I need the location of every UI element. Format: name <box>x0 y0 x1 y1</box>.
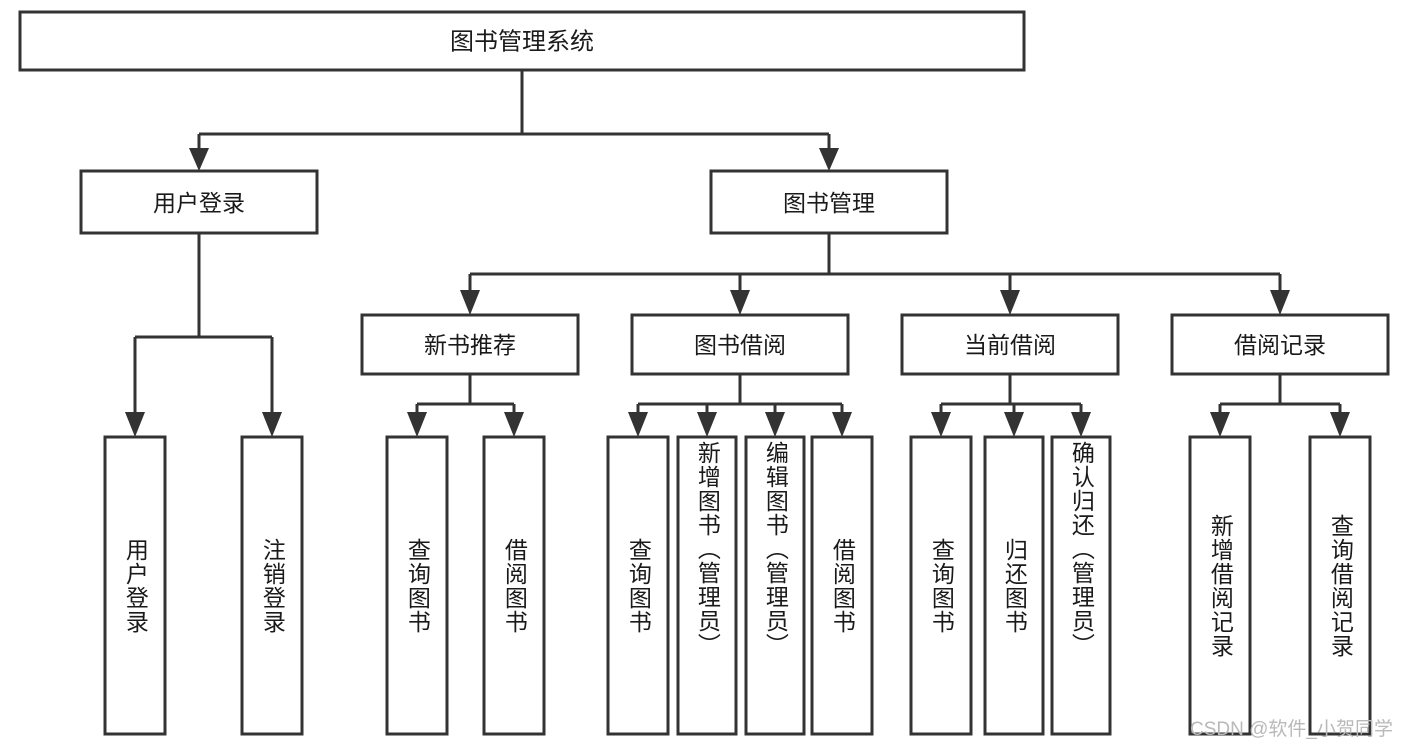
arrow-head-leaf-logout <box>262 412 282 437</box>
node-book-management-box[interactable] <box>709 169 949 235</box>
arrow-head-user-login <box>189 148 209 171</box>
node-root-box[interactable] <box>18 10 1026 72</box>
node-user-login[interactable]: 用户登录 <box>79 169 319 235</box>
leaf-boxes <box>103 435 1372 736</box>
connector-group-book-management <box>460 233 1290 315</box>
connector-group-book-borrow <box>628 374 852 437</box>
arrow-head-borrow-record <box>1270 290 1290 315</box>
node-new-book-recommend[interactable]: 新书推荐 <box>360 313 580 376</box>
arrow-head-leaf-confirm-return-admin <box>1071 412 1091 437</box>
connector-group-borrow-record <box>1210 374 1350 437</box>
node-leaf-confirm-return-admin-box[interactable] <box>1050 435 1112 736</box>
node-leaf-query-book-3-box[interactable] <box>909 435 973 736</box>
arrow-head-leaf-add-book-admin <box>697 412 717 437</box>
node-root[interactable]: 图书管理系统 <box>18 10 1026 72</box>
node-new-book-recommend-label: 新书推荐 <box>424 332 516 358</box>
node-leaf-edit-book-admin-box[interactable] <box>744 435 806 736</box>
node-leaf-borrow-book-2-box[interactable] <box>810 435 874 736</box>
node-leaf-query-borrow-record-box[interactable] <box>1308 435 1372 736</box>
node-borrow-record-label: 借阅记录 <box>1234 332 1326 358</box>
node-book-borrow-box[interactable] <box>630 313 850 376</box>
node-user-login-label: 用户登录 <box>153 190 245 216</box>
node-book-management[interactable]: 图书管理 <box>709 169 949 235</box>
node-borrow-record[interactable]: 借阅记录 <box>1170 313 1390 376</box>
arrow-head-leaf-edit-book-admin <box>765 412 785 437</box>
node-user-login-box[interactable] <box>79 169 319 235</box>
node-current-borrow-box[interactable] <box>900 313 1120 376</box>
arrow-head-leaf-borrow-book-1 <box>504 412 524 437</box>
node-root-label: 图书管理系统 <box>450 29 594 56</box>
node-current-borrow[interactable]: 当前借阅 <box>900 313 1120 376</box>
connector-group-user-login <box>125 233 282 437</box>
node-leaf-add-borrow-record-box[interactable] <box>1188 435 1252 736</box>
arrow-head-leaf-query-book-3 <box>931 412 951 437</box>
arrow-head-leaf-user-login <box>125 412 145 437</box>
node-book-borrow-label: 图书借阅 <box>694 332 786 358</box>
connector-group-new-book-recommend <box>407 374 524 437</box>
connector-group-current-borrow <box>931 374 1091 437</box>
arrow-head-leaf-query-book-1 <box>407 412 427 437</box>
arrow-head-leaf-query-book-2 <box>628 412 648 437</box>
node-new-book-recommend-box[interactable] <box>360 313 580 376</box>
node-book-borrow[interactable]: 图书借阅 <box>630 313 850 376</box>
arrow-head-leaf-query-borrow-record <box>1330 412 1350 437</box>
node-leaf-borrow-book-1-box[interactable] <box>482 435 546 736</box>
connector-group-root <box>189 70 839 171</box>
node-leaf-return-book-box[interactable] <box>983 435 1045 736</box>
arrow-head-leaf-borrow-book-2 <box>832 412 852 437</box>
arrow-head-book-management <box>819 148 839 171</box>
node-current-borrow-label: 当前借阅 <box>964 332 1056 358</box>
node-leaf-add-book-admin-box[interactable] <box>676 435 738 736</box>
csdn-watermark: CSDN @软件_小贺同学 <box>1190 719 1393 740</box>
node-borrow-record-box[interactable] <box>1170 313 1390 376</box>
arrow-head-current-borrow <box>1000 290 1020 315</box>
node-leaf-query-book-2-box[interactable] <box>606 435 670 736</box>
node-leaf-logout-box[interactable] <box>240 435 304 736</box>
node-leaf-user-login-box[interactable] <box>103 435 167 736</box>
node-book-management-label: 图书管理 <box>783 190 875 216</box>
arrow-head-leaf-add-borrow-record <box>1210 412 1230 437</box>
node-leaf-query-book-1-box[interactable] <box>385 435 449 736</box>
arrow-head-book-borrow <box>730 290 750 315</box>
arrow-head-new-book-recommend <box>460 290 480 315</box>
arrow-head-leaf-return-book <box>1004 412 1024 437</box>
